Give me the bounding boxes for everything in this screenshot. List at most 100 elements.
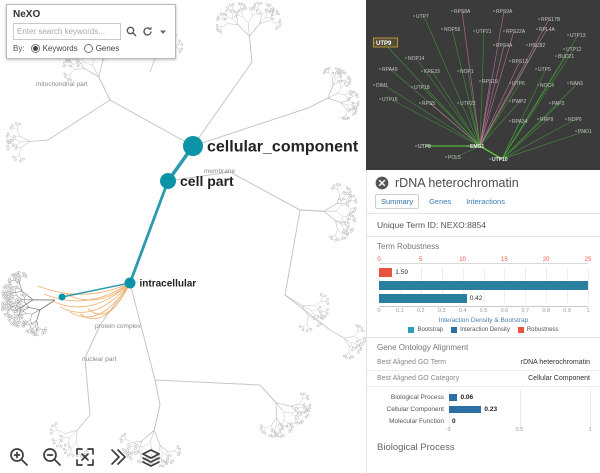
network-edge (501, 48, 575, 160)
network-edge (383, 84, 481, 147)
network-node-RPS9A[interactable]: RPS9A (496, 9, 513, 15)
robustness-bar-interaction-density: 0.42 (379, 293, 588, 303)
close-icon[interactable] (375, 176, 389, 190)
tab-interactions[interactable]: Interactions (466, 197, 505, 206)
expand-chevrons-button[interactable] (107, 446, 129, 468)
tree-node-cellular-component[interactable] (183, 136, 203, 156)
network-node-RPS19[interactable]: RPS19 (482, 79, 498, 85)
app-title: NeXO (13, 9, 41, 20)
network-edge (479, 60, 521, 147)
network-node-RPA49[interactable]: RPA49 (382, 67, 398, 73)
dropdown-caret-icon[interactable] (157, 26, 169, 38)
network-node-UTP16[interactable]: UTP16 (382, 97, 398, 103)
network-node-PAP2[interactable]: PAP2 (552, 101, 565, 107)
tree-node-small[interactable] (58, 293, 66, 301)
network-node-UTP10[interactable]: UTP10 (492, 157, 508, 163)
network-node-RPS8A[interactable]: RPS8A (454, 9, 471, 15)
network-node-RPA34[interactable]: RPA34 (512, 119, 528, 125)
tree-node-label: cellular_component (207, 139, 359, 156)
term-robustness-title: Term Robustness (377, 242, 440, 251)
interaction-network-panel[interactable]: UTP7 RPS8A RPS9A RPS17B NOP56 UTP21 RPS22A RPL4… (366, 0, 600, 170)
robustness-bar-robustness: 1.59 (379, 267, 588, 277)
network-canvas[interactable]: UTP7 RPS8A RPS9A RPS17B NOP56 UTP21 RPS22A RPL4… (366, 0, 600, 170)
network-node-RPS4A[interactable]: RPS4A (496, 43, 513, 49)
network-node-UTP22[interactable]: UTP22 (460, 101, 476, 107)
network-node-RPS17B[interactable]: RPS17B (541, 17, 561, 23)
network-node-DIM1[interactable]: DIM1 (376, 83, 388, 89)
radio-keywords-dot (30, 44, 40, 53)
network-node-UTP5[interactable]: UTP5 (538, 67, 551, 73)
network-node-RPS5[interactable]: RPS5 (422, 101, 435, 107)
network-node-RPL4A[interactable]: RPL4A (539, 27, 556, 33)
network-edge (479, 44, 505, 147)
robustness-bar-bootstrap (379, 280, 588, 290)
network-node-KRE33[interactable]: KRE33 (424, 69, 440, 75)
network-node-BUD21[interactable]: BUD21 (558, 54, 574, 60)
radio-genes[interactable]: Genes (83, 44, 119, 53)
network-node-RRP9[interactable]: RRP9 (540, 117, 554, 123)
zoom-in-button[interactable] (8, 446, 30, 468)
network-node-HSC82[interactable]: HSC82 (529, 43, 545, 49)
radio-keywords[interactable]: Keywords (30, 44, 78, 53)
network-edge (389, 98, 481, 147)
unique-term-id: Unique Term ID: NEXO:8854 (377, 220, 487, 230)
layers-button[interactable] (140, 446, 162, 468)
network-edge (451, 28, 481, 147)
network-edge (383, 42, 481, 147)
network-node-UTP7[interactable]: UTP7 (416, 14, 429, 20)
go-alignment-title: Gene Ontology Alignment (377, 343, 469, 352)
network-node-UTP6[interactable]: UTP6 (512, 81, 525, 87)
network-edge (479, 10, 505, 147)
network-edge (431, 70, 481, 147)
network-node-NOP6[interactable]: NOP6 (568, 117, 582, 123)
network-edge (461, 10, 481, 147)
tab-genes[interactable]: Genes (429, 197, 452, 206)
network-node-UTP18[interactable]: UTP18 (414, 85, 430, 91)
network-node-PWP2[interactable]: PWP2 (512, 99, 526, 105)
term-title: rDNA heterochromatin (395, 176, 519, 190)
network-edge (479, 44, 538, 147)
network-edge (423, 15, 481, 147)
tab-summary[interactable]: Summary (375, 194, 420, 209)
network-node-EMG1[interactable]: EMG1 (470, 144, 484, 150)
fit-view-button[interactable] (74, 446, 96, 468)
tree-node-intracellular[interactable] (124, 277, 136, 289)
network-edge (501, 120, 521, 160)
network-node-UTP9[interactable]: UTP9 (376, 41, 392, 47)
network-edge (501, 118, 549, 160)
network-node-NAN1[interactable]: NAN1 (570, 81, 584, 87)
network-edge (501, 84, 549, 160)
search-icon[interactable] (125, 26, 137, 38)
network-edge (479, 100, 521, 147)
zoom-out-button[interactable] (41, 446, 63, 468)
network-edge (501, 118, 577, 160)
network-node-UTP13[interactable]: UTP13 (570, 33, 586, 39)
network-node-NOP14[interactable]: NOP14 (408, 56, 425, 62)
reset-icon[interactable] (141, 26, 153, 38)
network-node-PNO1[interactable]: PNO1 (578, 129, 592, 135)
tree-node-cell-part[interactable] (160, 173, 176, 189)
network-node-UTP12[interactable]: UTP12 (566, 47, 582, 53)
network-node-RPS22A[interactable]: RPS22A (506, 29, 526, 35)
radio-genes-dot (83, 44, 93, 53)
network-node-NOP1[interactable]: NOP1 (460, 69, 474, 75)
network-node-NOP56[interactable]: NOP56 (444, 27, 461, 33)
network-node-NOC4[interactable]: NOC4 (540, 83, 554, 89)
search-input[interactable] (13, 23, 121, 40)
network-node-UTP21[interactable]: UTP21 (476, 29, 492, 35)
term-details-panel: rDNA heterochromatin Summary Genes Interac… (366, 170, 600, 473)
network-node-RPS13[interactable]: RPS13 (512, 59, 528, 65)
network-node-POL5[interactable]: POL5 (448, 155, 461, 161)
network-edge (415, 57, 481, 147)
network-node-UTP8[interactable]: UTP8 (418, 144, 431, 150)
network-edge (479, 80, 491, 147)
